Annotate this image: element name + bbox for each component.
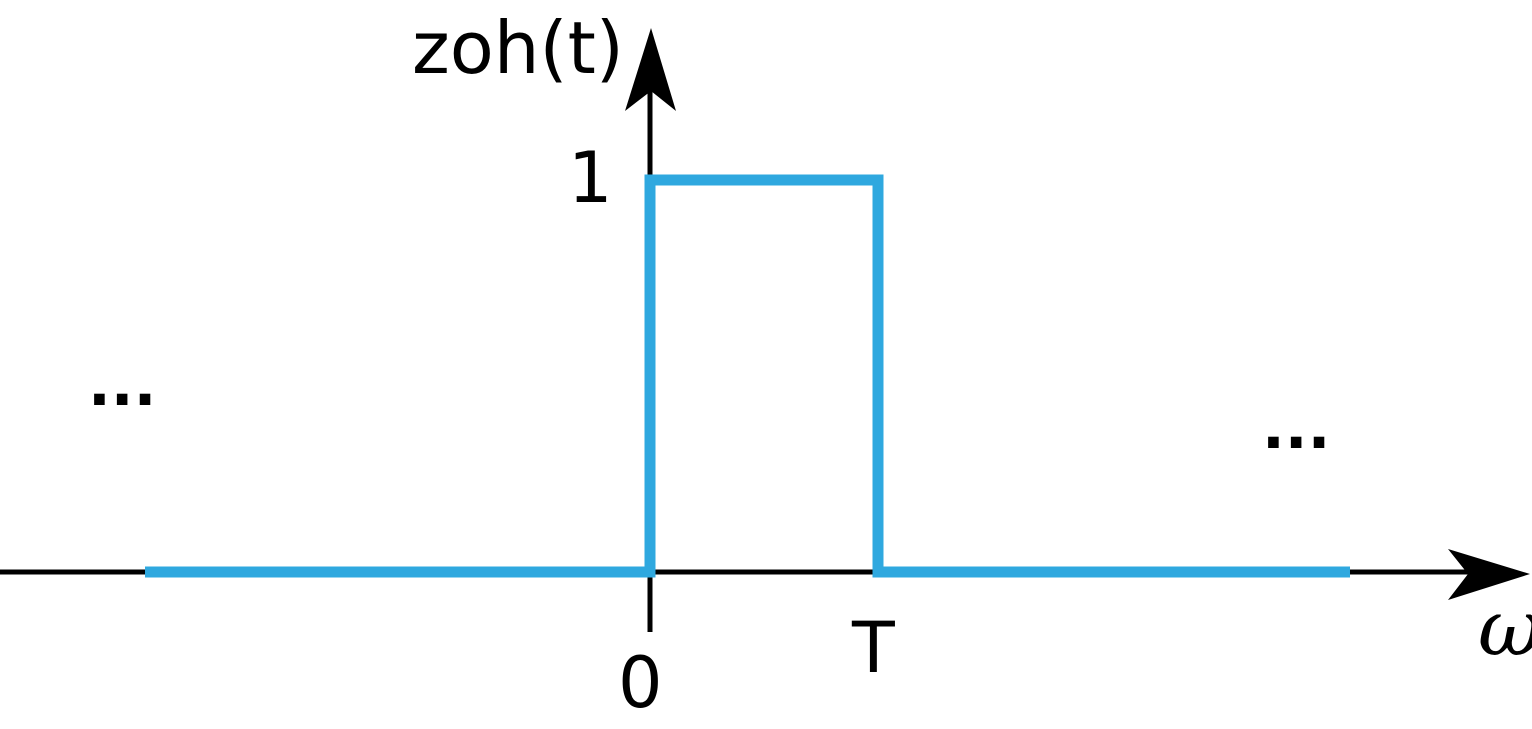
right-continuation-dots: ... bbox=[1262, 393, 1330, 463]
y-axis-arrowhead bbox=[625, 28, 676, 111]
x-tick-label-T: T bbox=[851, 607, 895, 689]
axes bbox=[0, 28, 1530, 632]
left-continuation-dots: ... bbox=[88, 350, 156, 420]
signal-trace bbox=[145, 174, 1350, 578]
y-tick-label-1: 1 bbox=[568, 137, 613, 219]
zoh-pulse-line bbox=[145, 174, 1350, 578]
x-tick-label-0: 0 bbox=[618, 642, 663, 724]
x-axis-label: ω bbox=[1478, 584, 1532, 674]
y-axis-label: zoh(t) bbox=[412, 6, 624, 90]
x-axis-arrowhead bbox=[1448, 549, 1530, 600]
